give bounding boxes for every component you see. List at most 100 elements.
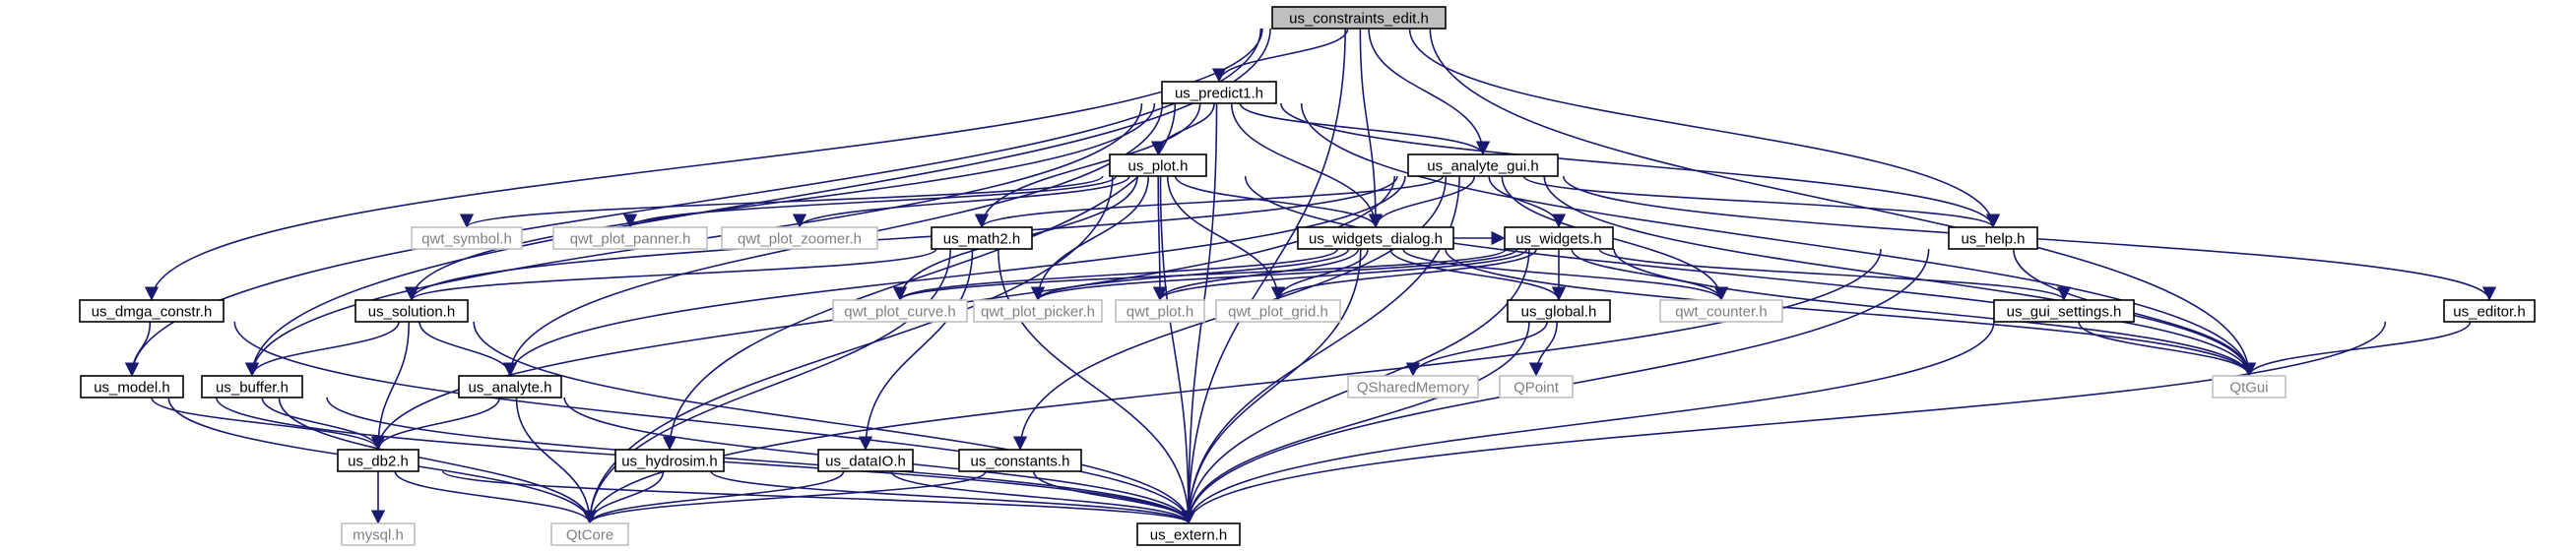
edge-analyte_gui-to-help <box>1522 175 2000 228</box>
node-label-plot: us_plot.h <box>1128 158 1189 175</box>
node-box-analyte <box>458 375 562 398</box>
node-label-qsharedmemory: QSharedMemory <box>1357 380 1470 397</box>
node-label-global: us_global.h <box>1521 304 1597 321</box>
edge-math2-to-solution <box>405 248 937 301</box>
node-constants[interactable]: us_constants.h <box>958 449 1082 472</box>
node-hydrosim[interactable]: us_hydrosim.h <box>614 449 725 472</box>
node-qwt_symbol: qwt_symbol.h <box>411 226 523 250</box>
edge-solution-to-db2 <box>370 321 411 451</box>
edge-buffer-to-qtcore <box>278 397 598 524</box>
edge-analyte-to-db2 <box>370 397 501 451</box>
edge-db2-to-extern <box>442 470 1195 524</box>
edge-widgets_dialog-to-qwt_curve <box>893 248 1339 301</box>
node-box-dataio <box>817 449 914 472</box>
edge-hydrosim-to-qtcore <box>582 470 665 524</box>
edge-widgets_dialog-to-extern <box>1181 248 1362 524</box>
edge-dmga-to-extern <box>233 321 1196 524</box>
node-analyte_gui[interactable]: us_analyte_gui.h <box>1407 153 1559 177</box>
node-qsharedmemory: QSharedMemory <box>1347 375 1479 398</box>
node-box-qpoint <box>1499 375 1574 398</box>
edge-plot-to-qtgui <box>1244 175 2257 377</box>
node-label-model: us_model.h <box>94 380 170 397</box>
edge-math2-to-qtcore <box>582 248 951 524</box>
node-box-qwt_zoomer <box>721 226 878 250</box>
node-widgets_dialog[interactable]: us_widgets_dialog.h <box>1297 226 1454 250</box>
edge-widgets-to-gui_settings <box>1598 248 2071 301</box>
node-box-dmga <box>79 299 225 323</box>
node-label-qwt_symbol: qwt_symbol.h <box>421 231 512 248</box>
node-widgets[interactable]: us_widgets.h <box>1504 226 1614 250</box>
node-box-qwt_symbol <box>411 226 523 250</box>
node-label-dataio: us_dataIO.h <box>825 454 906 470</box>
node-box-constants <box>958 449 1082 472</box>
node-editor[interactable]: us_editor.h <box>2443 299 2536 323</box>
edge-buffer-to-db2 <box>261 397 386 451</box>
node-gui_settings[interactable]: us_gui_settings.h <box>1993 299 2135 323</box>
edge-math2-to-dataio <box>858 248 974 451</box>
node-root[interactable]: us_constraints_edit.h <box>1271 6 1447 30</box>
dependency-nodes: us_constraints_edit.h us_predict1.h us_plo… <box>79 6 2536 546</box>
node-qwt_counter: qwt_counter.h <box>1659 299 1783 323</box>
node-analyte[interactable]: us_analyte.h <box>458 375 562 398</box>
node-solution[interactable]: us_solution.h <box>354 299 469 323</box>
edge-predict1-to-qtgui <box>1300 102 2257 377</box>
node-label-widgets: us_widgets.h <box>1515 231 1602 248</box>
edge-analyte_gui-to-math2 <box>975 175 1445 228</box>
edge-dataio-to-qtcore <box>582 470 845 524</box>
node-math2[interactable]: us_math2.h <box>931 226 1033 250</box>
node-help[interactable]: us_help.h <box>1948 226 2038 250</box>
edge-predict1-to-analyte_gui <box>1239 102 1491 155</box>
node-box-global <box>1507 299 1611 323</box>
node-box-analyte_gui <box>1407 153 1559 177</box>
node-box-math2 <box>931 226 1033 250</box>
node-dmga[interactable]: us_dmga_constr.h <box>79 299 225 323</box>
edge-widgets-to-qwt_picker <box>1031 248 1518 301</box>
node-label-extern: us_extern.h <box>1150 527 1227 544</box>
edge-solution-to-extern <box>473 321 1196 524</box>
edge-root-to-extern <box>1181 28 1346 524</box>
dependency-edges <box>124 28 2496 524</box>
edge-predict1-to-help <box>1280 102 2001 228</box>
node-label-qwt_plot: qwt_plot.h <box>1127 304 1193 321</box>
node-box-buffer <box>201 375 303 398</box>
node-buffer[interactable]: us_buffer.h <box>201 375 303 398</box>
edge-plot-to-qwt_zoomer <box>792 175 1130 228</box>
node-label-qwt_counter: qwt_counter.h <box>1675 304 1767 321</box>
node-predict1[interactable]: us_predict1.h <box>1161 81 1277 104</box>
node-box-qwt_panner <box>552 226 708 250</box>
node-qwt_picker: qwt_plot_picker.h <box>973 299 1103 323</box>
node-box-qwt_picker <box>973 299 1103 323</box>
edge-plot-to-extern <box>1159 175 1196 524</box>
node-label-gui_settings: us_gui_settings.h <box>2007 304 2122 321</box>
edge-widgets-to-qtgui <box>1613 248 2257 377</box>
edge-constants-to-qtcore <box>583 470 987 524</box>
node-db2[interactable]: us_db2.h <box>337 449 419 472</box>
node-label-predict1: us_predict1.h <box>1175 86 1263 102</box>
node-box-hydrosim <box>614 449 725 472</box>
node-box-qwt_grid <box>1215 299 1341 323</box>
edge-model-to-db2 <box>151 397 386 451</box>
node-global[interactable]: us_global.h <box>1507 299 1611 323</box>
node-label-mysql: mysql.h <box>353 527 404 544</box>
edge-root-to-model <box>124 28 1262 377</box>
node-qwt_panner: qwt_plot_panner.h <box>552 226 708 250</box>
edge-db2-to-qtcore <box>394 470 598 524</box>
node-model[interactable]: us_model.h <box>80 375 184 398</box>
node-extern[interactable]: us_extern.h <box>1136 522 1241 546</box>
edge-plot-to-qwt_panner <box>623 175 1117 228</box>
node-qwt_zoomer: qwt_plot_zoomer.h <box>721 226 878 250</box>
node-qwt_curve: qwt_plot_curve.h <box>832 299 968 323</box>
node-label-help: us_help.h <box>1961 231 2025 248</box>
edge-predict1-to-math2 <box>974 102 1201 228</box>
node-qwt_grid: qwt_plot_grid.h <box>1215 299 1341 323</box>
edge-root-to-qtgui <box>1429 28 2257 377</box>
node-plot[interactable]: us_plot.h <box>1109 153 1207 177</box>
edge-solution-to-buffer <box>244 321 400 377</box>
edge-plot-to-widgets_dialog <box>1174 175 1384 228</box>
edge-editor-to-qtgui <box>2241 321 2472 377</box>
edge-widgets-to-qwt_plot <box>1152 248 1528 301</box>
node-box-mysql <box>341 522 416 546</box>
node-label-analyte: us_analyte.h <box>468 380 551 397</box>
node-label-root: us_constraints_edit.h <box>1289 11 1429 28</box>
node-dataio[interactable]: us_dataIO.h <box>817 449 914 472</box>
